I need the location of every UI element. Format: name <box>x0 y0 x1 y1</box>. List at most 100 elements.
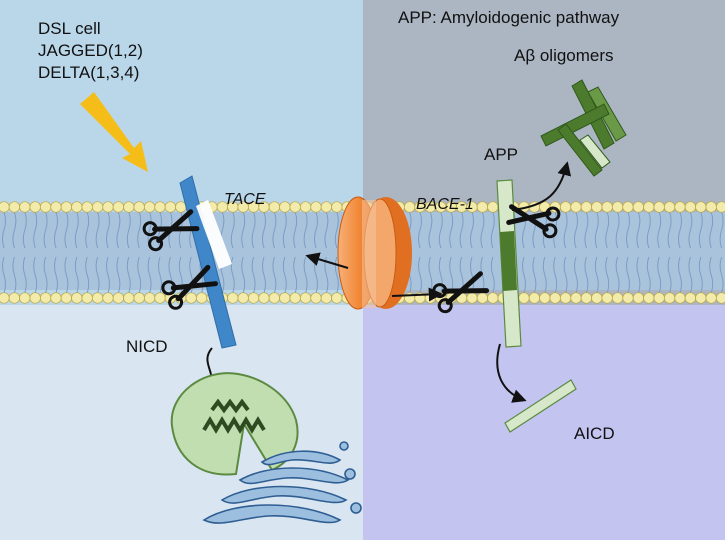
golgi-apparatus <box>202 441 362 524</box>
lipid-head <box>8 201 21 213</box>
lipid-head <box>112 201 125 213</box>
lipid-head <box>632 292 645 304</box>
lipid-tail <box>293 211 298 294</box>
app-protein <box>496 179 522 348</box>
lipid-head <box>331 292 343 304</box>
lipid-head <box>695 201 707 213</box>
lipid-head <box>279 201 291 213</box>
lipid-tail <box>262 211 266 294</box>
lipid-head <box>320 292 333 304</box>
lipid-head <box>19 292 31 304</box>
lipid-tail <box>719 211 724 294</box>
lipid-head <box>570 201 582 213</box>
lipid-head <box>39 201 52 213</box>
lipid-tail <box>626 211 630 294</box>
abeta-oligomer-fibrils <box>540 79 627 177</box>
lipid-head <box>310 292 322 304</box>
lipid-head <box>143 201 156 213</box>
lipid-head <box>310 201 322 213</box>
lipid-head <box>50 201 62 213</box>
lipid-head <box>684 292 697 304</box>
lipid-head <box>237 292 249 304</box>
lipid-head <box>331 201 343 213</box>
lipid-head <box>622 292 634 304</box>
lipid-head <box>684 201 697 213</box>
delta-label: DELTA(1,3,4) <box>38 63 140 82</box>
lipid-tail <box>116 211 121 294</box>
app-label: APP <box>484 145 519 164</box>
lipid-head <box>632 201 645 213</box>
lipid-head <box>643 201 655 213</box>
lipid-head <box>50 292 62 304</box>
dsl-cell-label: DSL cell <box>38 19 101 38</box>
lipid-tail <box>490 211 495 294</box>
lipid-head <box>0 201 10 213</box>
lipid-head <box>102 201 114 213</box>
notch-receptor <box>179 175 237 349</box>
lipid-tail <box>334 211 339 294</box>
lipid-head <box>154 201 166 213</box>
lipid-tail <box>106 211 110 294</box>
lipid-head <box>19 201 31 213</box>
lipid-head <box>611 292 624 304</box>
lipid-head <box>320 201 333 213</box>
lipid-tail <box>605 211 610 294</box>
nicd-label: NICD <box>126 337 168 356</box>
lipid-head <box>91 292 104 304</box>
lipid-tail <box>12 211 17 294</box>
lipid-head <box>185 292 197 304</box>
lipid-tail <box>272 211 277 294</box>
lipid-head <box>29 201 41 213</box>
lipid-head <box>39 292 52 304</box>
lipid-head <box>133 292 145 304</box>
lipid-tail <box>594 211 599 294</box>
lipid-head <box>466 292 478 304</box>
channel-to-notch-arrow <box>305 252 349 269</box>
lipid-tail <box>418 211 422 294</box>
aicd-label: AICD <box>574 424 615 443</box>
lipid-tail <box>303 211 308 294</box>
bace1-label: BACE-1 <box>416 196 474 213</box>
lipid-head <box>539 292 551 304</box>
lipid-head <box>528 292 541 304</box>
lipid-head <box>279 292 291 304</box>
lipid-head <box>715 292 725 304</box>
lipid-tail <box>137 211 142 294</box>
lipid-tail <box>64 211 69 294</box>
lipid-tail <box>54 211 58 294</box>
lipid-head <box>247 292 260 304</box>
aicd-release-arrow <box>496 343 527 403</box>
tace-label: TACE <box>224 191 266 208</box>
lipid-head <box>403 201 416 213</box>
lipid-head <box>674 201 686 213</box>
lipid-tail <box>574 211 578 294</box>
lipid-head <box>663 292 676 304</box>
lipid-head <box>559 292 572 304</box>
lipid-tail <box>85 211 90 294</box>
lipid-head <box>154 292 166 304</box>
lipid-head <box>476 201 489 213</box>
lipid-tail <box>449 211 454 294</box>
lipid-tail <box>646 211 651 294</box>
abeta-release-arrow <box>511 161 572 211</box>
abeta-oligomers-label: Aβ oligomers <box>514 46 614 65</box>
lipid-head <box>81 201 93 213</box>
lipid-head <box>0 292 10 304</box>
lipid-tail <box>22 211 27 294</box>
lipid-head <box>601 292 613 304</box>
lipid-head <box>549 292 561 304</box>
lipid-tail <box>636 211 641 294</box>
lipid-tail <box>43 211 48 294</box>
lipid-head <box>8 292 21 304</box>
gamma-scissors <box>432 271 490 314</box>
tace-scissors-upper <box>142 209 200 252</box>
lipid-tail <box>615 211 620 294</box>
lipid-head <box>123 201 135 213</box>
lipid-head <box>29 292 41 304</box>
lipid-tail <box>709 211 714 294</box>
lipid-head <box>653 201 665 213</box>
lipid-tail <box>241 211 246 294</box>
lipid-head <box>663 201 676 213</box>
lipid-head <box>674 292 686 304</box>
channel-to-app-arrow <box>391 287 443 302</box>
